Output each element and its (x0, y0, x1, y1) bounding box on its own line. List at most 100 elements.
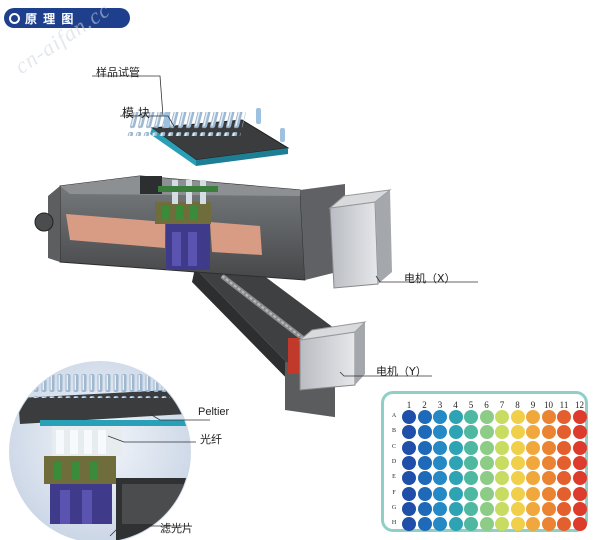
plate-well (417, 517, 432, 532)
plate-row-letter: A (391, 413, 397, 419)
plate-well (572, 486, 587, 501)
plate-well (448, 440, 463, 455)
plate-column-number: 5 (468, 400, 474, 410)
plate-well (572, 455, 587, 470)
optical-head (155, 180, 218, 270)
plate-well (495, 471, 509, 486)
plate-well (557, 471, 571, 486)
plate-well (417, 471, 432, 486)
plate-well (448, 410, 463, 424)
plate-column-number: 1 (406, 400, 412, 410)
plate-well (448, 455, 463, 470)
plate-well (402, 471, 416, 486)
plate-well (448, 517, 463, 532)
plate-well (541, 455, 556, 470)
plate-column-number: 8 (515, 400, 520, 410)
sample-tube-label: 样品试管 (96, 66, 140, 79)
plate-well (433, 440, 447, 455)
plate-well (510, 501, 525, 516)
plate-well (448, 501, 463, 516)
plate-well (479, 425, 494, 440)
section-title: 原 理 图 (25, 11, 75, 26)
plate-well (526, 501, 540, 516)
plate-well (417, 440, 432, 455)
plate-well (541, 501, 556, 516)
plate-well (417, 486, 432, 501)
plate-well (464, 410, 478, 424)
plate-row-letter: D (391, 458, 397, 465)
plate-well (526, 410, 540, 424)
plate-well (479, 517, 494, 532)
plate-row-letter: H (391, 520, 397, 527)
plate-well (417, 410, 432, 424)
motor-x (328, 189, 392, 289)
plate-well (495, 455, 509, 470)
plate-row-letter: C (391, 443, 396, 450)
plate-well (541, 425, 556, 440)
filter-label: 滤光片 (160, 522, 193, 535)
plate-well (464, 455, 478, 470)
plate-column-number: 12 (575, 400, 584, 410)
plate-well (495, 425, 509, 440)
plate-well (510, 517, 525, 532)
plate-well (464, 440, 478, 455)
plate-well (510, 455, 525, 470)
motor-y (298, 321, 367, 391)
plate-well (402, 501, 416, 516)
plate-row-letter: E (392, 474, 396, 481)
plate-well (417, 425, 432, 440)
plate-well (526, 455, 540, 470)
motor-x-label: 电机（X） (404, 272, 456, 285)
plate-well (557, 501, 571, 516)
plate-well (557, 440, 571, 455)
plate-well (572, 517, 587, 532)
zoom-detail (7, 359, 210, 540)
plate-well (510, 410, 525, 424)
plate-well (433, 501, 447, 516)
plate-well (479, 410, 494, 424)
plate-well (557, 410, 571, 424)
plate-well (557, 486, 571, 501)
plate-well (464, 486, 478, 501)
plate-well (479, 440, 494, 455)
plate-well (510, 425, 525, 440)
plate-well (464, 501, 478, 516)
plate-column-number: 6 (484, 400, 489, 410)
plate-well (479, 455, 494, 470)
module-label: 模 块 (122, 106, 150, 120)
plate-well (402, 486, 416, 501)
plate-well (433, 486, 447, 501)
plate-well (464, 425, 478, 440)
plate-well (433, 410, 447, 424)
plate-well (495, 486, 509, 501)
plate-well (526, 486, 540, 501)
plate-well (510, 440, 525, 455)
plate-column-number: 10 (544, 400, 553, 410)
plate-well (541, 471, 556, 486)
plate-well (541, 517, 556, 532)
plate-well (433, 517, 447, 532)
plate-well (572, 440, 587, 455)
plate-well (495, 501, 509, 516)
plate-well (526, 425, 540, 440)
plate-well (557, 517, 571, 532)
plate-well (572, 425, 587, 440)
plate-well (541, 440, 556, 455)
plate-row-letter: F (392, 489, 396, 496)
plate-well (510, 486, 525, 501)
plate-well (448, 425, 463, 440)
module-block (126, 108, 290, 166)
plate-well (417, 455, 432, 470)
plate-well (526, 471, 540, 486)
plate-well (526, 440, 540, 455)
plate-well (557, 455, 571, 470)
plate-column-number: 2 (422, 400, 427, 410)
plate-well (495, 410, 509, 424)
plate-well (448, 486, 463, 501)
plate-well (402, 517, 416, 532)
plate-well (526, 517, 540, 532)
plate-well (541, 410, 556, 424)
plate-well (572, 501, 587, 516)
plate-column-number: 4 (453, 400, 458, 410)
plate-well (402, 440, 416, 455)
